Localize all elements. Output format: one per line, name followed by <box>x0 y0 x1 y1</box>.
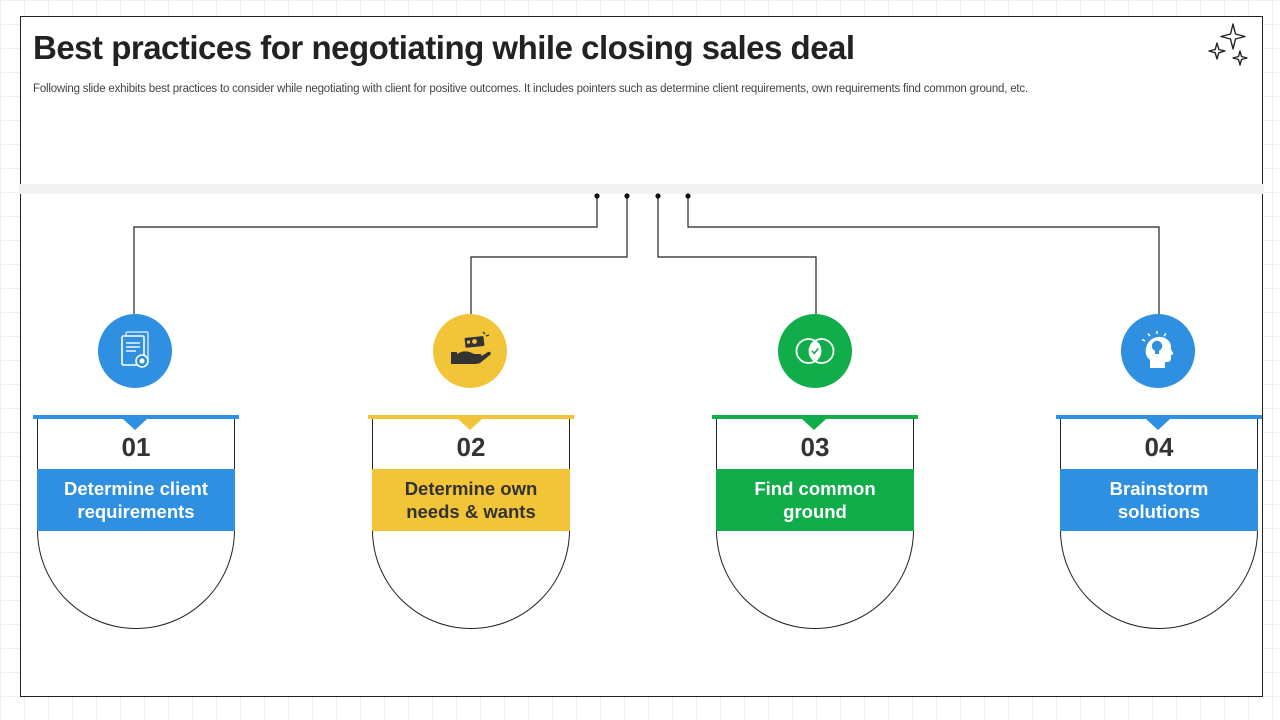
step-label: Brainstorm solutions <box>1060 469 1258 531</box>
step-number: 02 <box>456 432 486 462</box>
step-1-icon-circle <box>98 314 172 388</box>
top-band <box>19 184 1264 194</box>
step-card-4: 04 Brainstorm solutions <box>1056 415 1262 629</box>
step-card-notch <box>1146 419 1170 430</box>
step-card-3: 03 Find common ground <box>712 415 918 629</box>
sparkle-icon <box>1208 23 1248 66</box>
step-card-top-bar <box>368 415 574 419</box>
step-2-icon-circle <box>433 314 507 388</box>
overlapping-circles-icon <box>795 338 835 364</box>
step-3-icon-circle <box>778 314 852 388</box>
step-number: 03 <box>800 432 830 462</box>
step-label: Find common ground <box>716 469 914 531</box>
step-label: Determine client requirements <box>37 469 235 531</box>
step-number: 04 <box>1144 432 1174 462</box>
contract-document-icon <box>121 331 149 368</box>
page-title: Best practices for negotiating while clo… <box>33 29 855 66</box>
step-label: Determine own needs & wants <box>372 469 570 531</box>
hand-money-icon <box>451 331 491 364</box>
step-card-1: 01 Determine client requirements <box>33 415 239 629</box>
slide: Best practices for negotiating while clo… <box>19 16 1264 697</box>
step-card-notch <box>123 419 147 430</box>
step-card-top-bar <box>712 415 918 419</box>
step-card-2: 02 Determine own needs & wants <box>368 415 574 629</box>
step-card-notch <box>802 419 826 430</box>
step-4-icon-circle <box>1121 314 1195 388</box>
page-subtitle: Following slide exhibits best practices … <box>33 83 1028 95</box>
step-card-top-bar <box>33 415 239 419</box>
step-card-notch <box>458 419 482 430</box>
head-lightbulb-icon <box>1141 331 1174 368</box>
step-number: 01 <box>121 432 151 462</box>
step-card-top-bar <box>1056 415 1262 419</box>
